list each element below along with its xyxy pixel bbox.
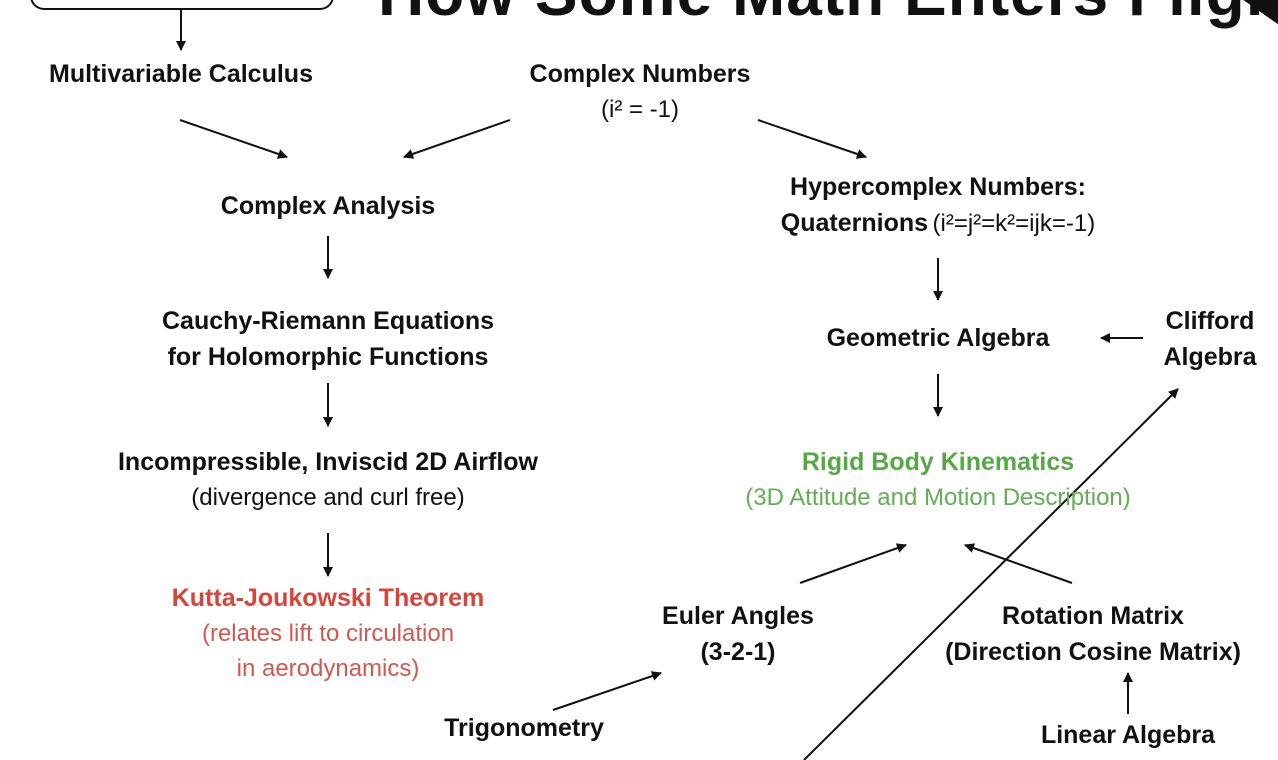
node-clifford-line2: Algebra: [1163, 343, 1257, 371]
arrow-multivariable-to-complex-analysis: [179, 119, 288, 159]
node-geometric-algebra: Geometric Algebra: [768, 320, 1108, 356]
node-linear-algebra: Linear Algebra: [1008, 717, 1248, 753]
node-kutta-note-line2: in aerodynamics): [236, 655, 420, 682]
node-trigonometry-label: Trigonometry: [444, 714, 604, 742]
node-geometric-algebra-label: Geometric Algebra: [826, 324, 1050, 352]
node-airflow-label: Incompressible, Inviscid 2D Airflow: [117, 448, 539, 476]
node-kutta-note-line1: (relates lift to circulation: [201, 620, 455, 647]
node-complex-numbers-formula: (i² = -1): [601, 96, 679, 123]
node-complex-numbers-label: Complex Numbers: [529, 60, 751, 88]
node-rigid-body-kinematics: Rigid Body Kinematics (3D Attitude and M…: [678, 444, 1198, 515]
node-complex-analysis-label: Complex Analysis: [220, 192, 436, 220]
node-quaternions-label: Quaternions: [780, 209, 929, 237]
node-rigid-body-label: Rigid Body Kinematics: [801, 448, 1075, 476]
node-cauchy-riemann-line1: Cauchy-Riemann Equations: [162, 307, 494, 335]
node-multivariable-calculus: Multivariable Calculus: [0, 56, 362, 92]
node-airflow: Incompressible, Inviscid 2D Airflow (div…: [58, 444, 598, 515]
arrow-bottom-to-clifford: [803, 388, 1179, 760]
node-cauchy-riemann-line2: for Holomorphic Functions: [167, 343, 489, 371]
node-kutta-label: Kutta-Joukowski Theorem: [171, 584, 485, 612]
node-trigonometry: Trigonometry: [404, 710, 644, 746]
node-kutta-joukowski: Kutta-Joukowski Theorem (relates lift to…: [108, 580, 548, 686]
node-multivariable-calculus-label: Multivariable Calculus: [49, 60, 313, 88]
node-cauchy-riemann: Cauchy-Riemann Equations for Holomorphic…: [98, 303, 558, 375]
node-rotation-matrix: Rotation Matrix (Direction Cosine Matrix…: [908, 598, 1278, 670]
arrow-rotation-to-rigid-body: [964, 543, 1073, 584]
node-hypercomplex-numbers: Hypercomplex Numbers: Quaternions (i²=j²…: [688, 169, 1188, 241]
node-quaternions-formula: (i²=j²=k²=ijk=-1): [932, 210, 1096, 237]
node-rotation-line1: Rotation Matrix: [1002, 602, 1184, 630]
node-clifford-line1: Clifford: [1165, 307, 1255, 335]
node-complex-analysis: Complex Analysis: [148, 188, 508, 224]
arrow-trigonometry-to-euler: [552, 671, 662, 711]
arrow-euler-to-rigid-body: [799, 543, 907, 584]
arrow-complex-numbers-to-hypercomplex: [757, 119, 867, 159]
node-rotation-line2: (Direction Cosine Matrix): [945, 638, 1241, 666]
page-title: How Some Math Enters Flight: [378, 0, 1278, 30]
arrow-complex-numbers-to-complex-analysis: [403, 119, 511, 159]
node-complex-numbers: Complex Numbers (i² = -1): [460, 56, 820, 127]
node-airflow-note: (divergence and curl free): [191, 484, 465, 511]
node-rigid-body-note: (3D Attitude and Motion Description): [745, 484, 1131, 511]
node-clifford-algebra: Clifford Algebra: [1142, 303, 1278, 375]
node-euler-line1: Euler Angles: [662, 602, 814, 630]
node-hypercomplex-label: Hypercomplex Numbers:: [790, 173, 1086, 201]
node-euler-angles: Euler Angles (3-2-1): [628, 598, 848, 670]
node-linear-algebra-label: Linear Algebra: [1040, 721, 1216, 749]
node-euler-line2: (3-2-1): [700, 638, 776, 666]
node-hypercomplex-second-line: Quaternions (i²=j²=k²=ijk=-1): [688, 205, 1188, 241]
